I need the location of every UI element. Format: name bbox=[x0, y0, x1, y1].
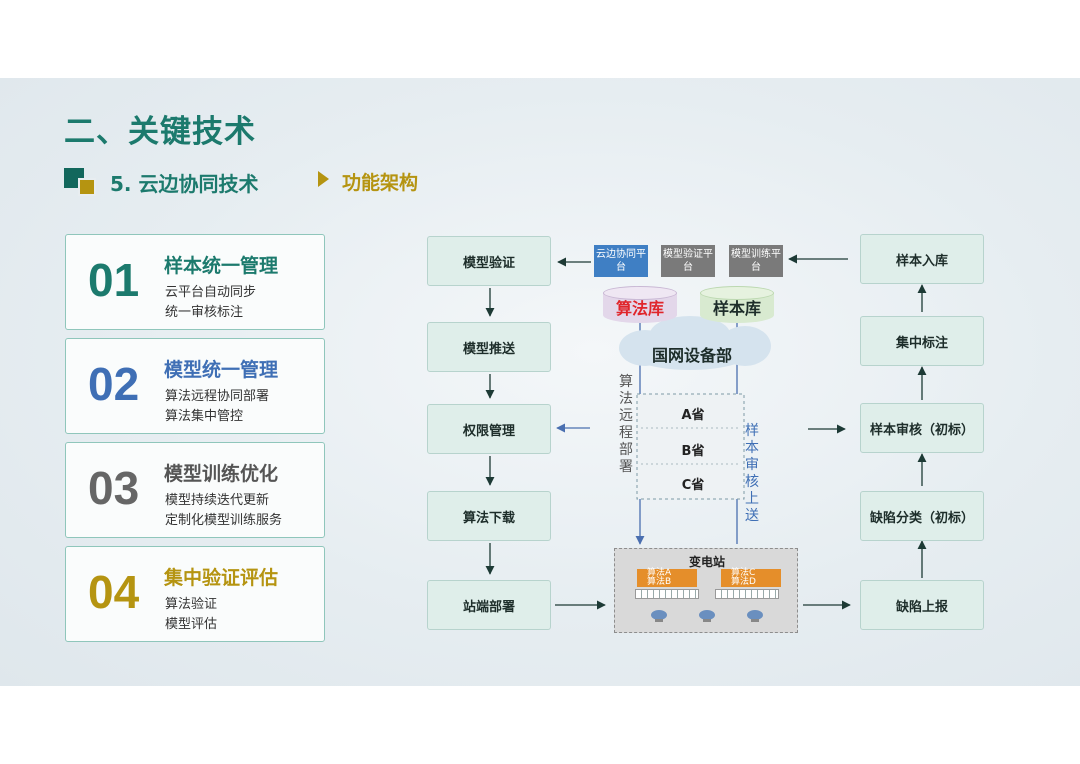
algo-db-label: 算法库 bbox=[615, 299, 664, 318]
card-number: 03 bbox=[88, 462, 140, 514]
card-title: 模型统一管理 bbox=[164, 359, 279, 381]
platform-cloud-edge: 云边协同平台 bbox=[594, 245, 648, 277]
substation-box: 变电站 算法A 算法B 算法C 算法D bbox=[614, 548, 798, 633]
card-line: 算法远程协同部署 bbox=[165, 389, 270, 404]
camera-icon bbox=[651, 610, 667, 622]
server-rack-icon bbox=[715, 589, 779, 599]
card-number: 04 bbox=[88, 566, 140, 618]
flow-algo-download: 算法下载 bbox=[427, 491, 551, 541]
flow-connectors bbox=[485, 254, 927, 610]
feature-card-2: 02 模型统一管理 算法远程协同部署 算法集中管控 bbox=[65, 338, 325, 434]
feature-card-1: 01 样本统一管理 云平台自动同步 统一审核标注 bbox=[65, 234, 325, 330]
cloud-label: 国网设备部 bbox=[652, 346, 733, 365]
card-line: 模型评估 bbox=[165, 617, 218, 632]
section-subtitle: 5. 云边协同技术 bbox=[110, 172, 259, 196]
server-rack-icon bbox=[635, 589, 699, 599]
flow-sample-review: 样本审核（初标） bbox=[860, 403, 984, 453]
card-line: 定制化模型训练服务 bbox=[165, 513, 283, 528]
algo-chip-ab: 算法A 算法B bbox=[637, 569, 697, 587]
card-line: 算法验证 bbox=[165, 597, 218, 612]
flow-model-verify: 模型验证 bbox=[427, 236, 551, 286]
flow-central-label: 集中标注 bbox=[860, 316, 984, 366]
flow-defect-report: 缺陷上报 bbox=[860, 580, 984, 630]
flow-model-push: 模型推送 bbox=[427, 322, 551, 372]
section-icon bbox=[64, 168, 98, 196]
platform-model-verify: 模型验证平台 bbox=[661, 245, 715, 277]
feature-card-3: 03 模型训练优化 模型持续迭代更新 定制化模型训练服务 bbox=[65, 442, 325, 538]
sample-db-label: 样本库 bbox=[712, 299, 761, 318]
vertical-label-left: 算法远程部署 bbox=[619, 374, 633, 475]
vertical-label-right: 样本审核上送 bbox=[745, 423, 759, 524]
card-title: 样本统一管理 bbox=[164, 255, 279, 277]
flow-defect-classify: 缺陷分类（初标） bbox=[860, 491, 984, 541]
card-title: 集中验证评估 bbox=[164, 567, 279, 589]
card-line: 算法集中管控 bbox=[165, 409, 244, 424]
province-b: B省 bbox=[681, 444, 705, 459]
section-label: 功能架构 bbox=[342, 172, 419, 194]
page-title: 二、关键技术 bbox=[64, 114, 256, 150]
card-title: 模型训练优化 bbox=[164, 463, 279, 485]
flow-station-deploy: 站端部署 bbox=[427, 580, 551, 630]
card-line: 统一审核标注 bbox=[165, 305, 244, 320]
card-line: 模型持续迭代更新 bbox=[165, 493, 270, 508]
feature-card-4: 04 集中验证评估 算法验证 模型评估 bbox=[65, 546, 325, 642]
card-line: 云平台自动同步 bbox=[165, 285, 257, 300]
sample-db-icon: 样本库 bbox=[700, 286, 774, 326]
platform-model-train: 模型训练平台 bbox=[729, 245, 783, 277]
card-number: 01 bbox=[88, 254, 140, 306]
camera-icon bbox=[699, 610, 715, 622]
flow-permission: 权限管理 bbox=[427, 404, 551, 454]
province-a: A省 bbox=[681, 408, 705, 423]
province-c: C省 bbox=[681, 478, 705, 493]
slide: 二、关键技术 5. 云边协同技术 功能架构 01 样本统一管理 云平台自动同步 … bbox=[0, 78, 1080, 686]
play-arrow-icon bbox=[318, 171, 329, 187]
flow-sample-storage: 样本入库 bbox=[860, 234, 984, 284]
card-number: 02 bbox=[88, 358, 140, 410]
algo-chip-cd: 算法C 算法D bbox=[721, 569, 781, 587]
algo-db-icon: 算法库 bbox=[603, 286, 677, 326]
camera-icon bbox=[747, 610, 763, 622]
cloud-shape bbox=[619, 316, 771, 370]
substation-title: 变电站 bbox=[688, 555, 725, 569]
